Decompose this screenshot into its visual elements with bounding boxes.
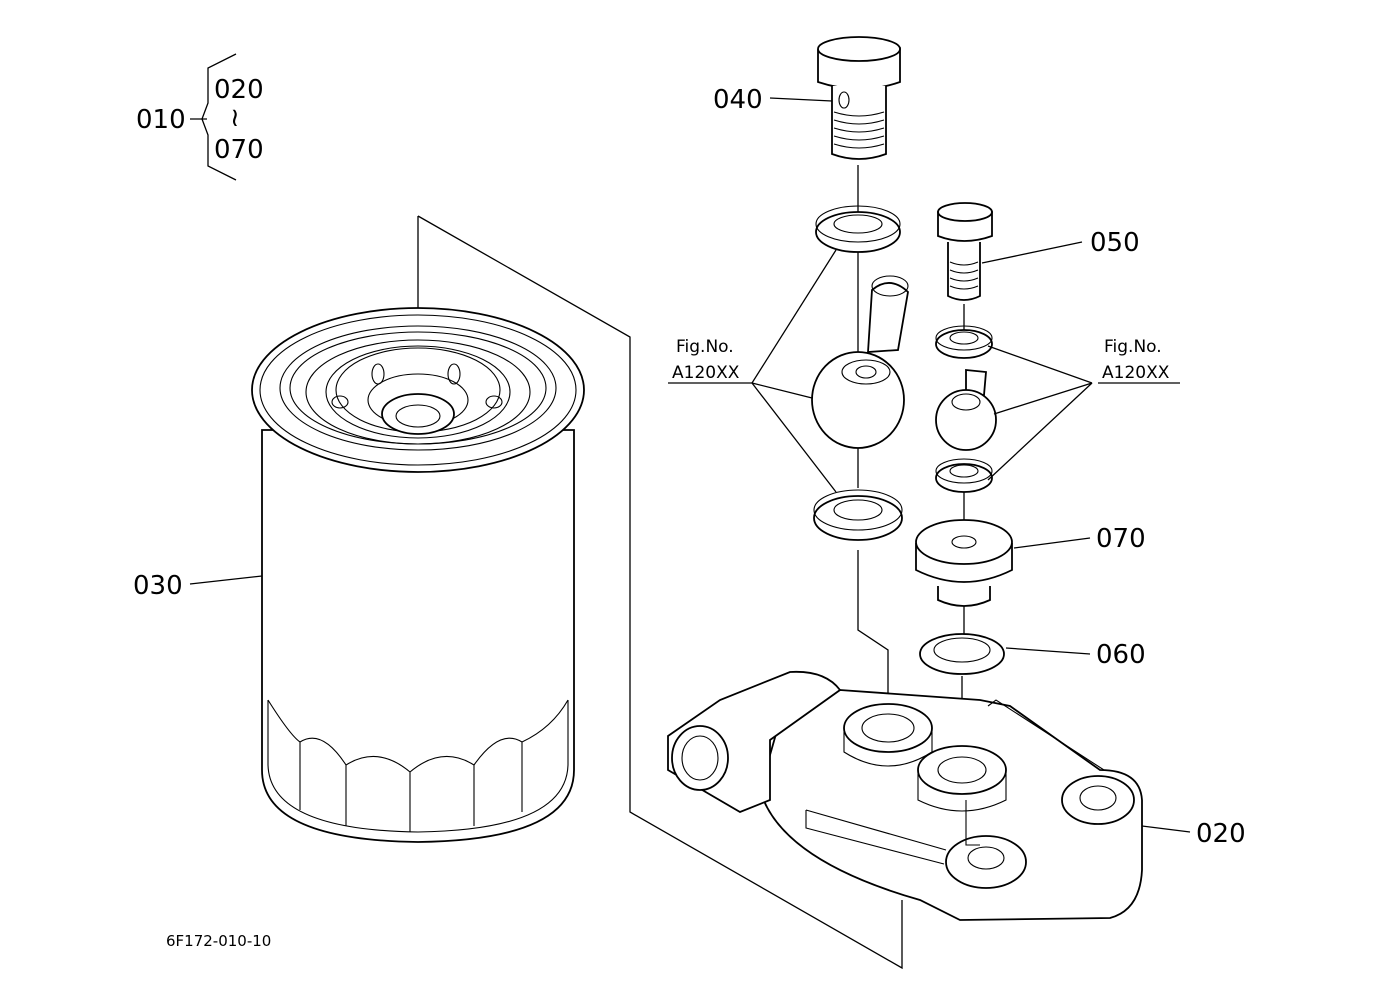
banjo-bolt (817, 36, 901, 380)
washer-lower-right (935, 458, 993, 520)
reference-left-line2: A120XX (672, 363, 740, 383)
callout-060: 060 (1096, 640, 1146, 670)
reference-labels: Fig.No. A120XX Fig.No. A120XX (672, 337, 1170, 383)
assembly-range-separator: ≀ (230, 103, 240, 133)
reference-right-line2: A120XX (1102, 363, 1170, 383)
filter-cartridge (251, 307, 585, 843)
plug (915, 519, 1013, 636)
washer-upper-left (815, 205, 901, 253)
assembly-range-bracket: 010 020 ≀ 070 (136, 53, 264, 181)
callout-leaders (189, 97, 1191, 833)
callout-labels: 040 050 070 060 020 030 (133, 85, 1246, 849)
reference-leaders (668, 249, 1180, 493)
reference-right-line1: Fig.No. (1104, 337, 1162, 357)
assembly-range-from: 020 (214, 75, 264, 105)
washer-lower-left (813, 448, 903, 720)
callout-070: 070 (1096, 524, 1146, 554)
small-banjo-bolt (937, 202, 993, 330)
callout-040: 040 (713, 85, 763, 115)
banjo-fitting-right (935, 369, 997, 451)
reference-left-line1: Fig.No. (676, 337, 734, 357)
assembly-label: 010 (136, 105, 186, 135)
assembly-range-to: 070 (214, 135, 264, 165)
banjo-fitting-left (811, 275, 909, 449)
callout-020: 020 (1196, 819, 1246, 849)
drawing-code: 6F172-010-10 (166, 932, 271, 950)
washer-upper-right (935, 325, 993, 359)
filter-head-bracket (667, 670, 1143, 921)
callout-050: 050 (1090, 228, 1140, 258)
callout-030: 030 (133, 571, 183, 601)
